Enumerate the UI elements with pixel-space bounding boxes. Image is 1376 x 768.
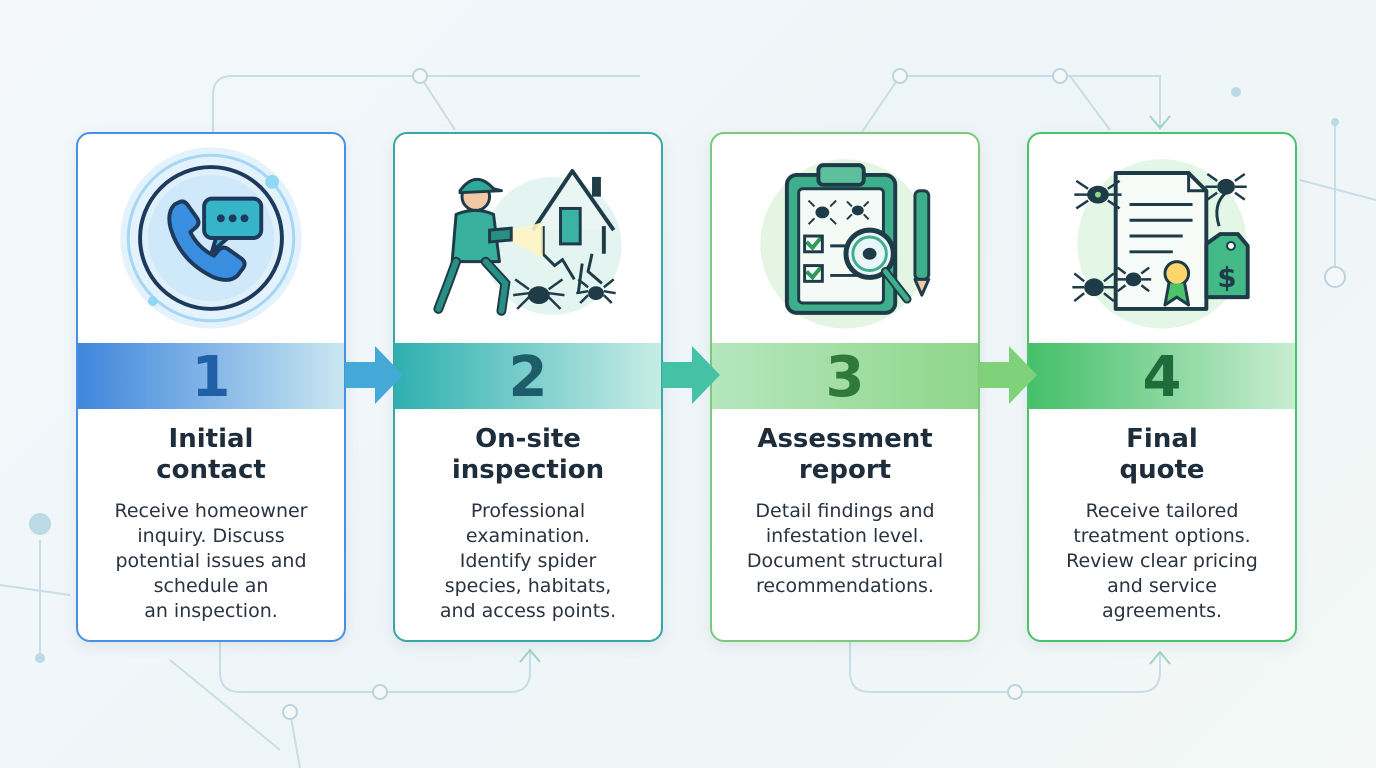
inspector-house-icon: [395, 134, 661, 342]
right-arrow-icon: [662, 346, 720, 404]
step-number: 2: [508, 345, 548, 410]
step-number-band: [395, 343, 661, 409]
step-number: 4: [1142, 345, 1182, 410]
step-number-band: [712, 343, 978, 409]
step-number-band: [1029, 343, 1295, 409]
clipboard-magnifier-icon: [712, 134, 978, 342]
phone-chat-icon: [78, 134, 344, 342]
step-number: 1: [191, 345, 231, 410]
quote-document-price-tag-icon: $: [1029, 134, 1295, 342]
svg-text:$: $: [1217, 261, 1236, 294]
right-arrow-icon: [979, 346, 1037, 404]
step-number: 3: [825, 345, 865, 410]
step-number-band: [78, 343, 344, 409]
right-arrow-icon: [345, 346, 403, 404]
